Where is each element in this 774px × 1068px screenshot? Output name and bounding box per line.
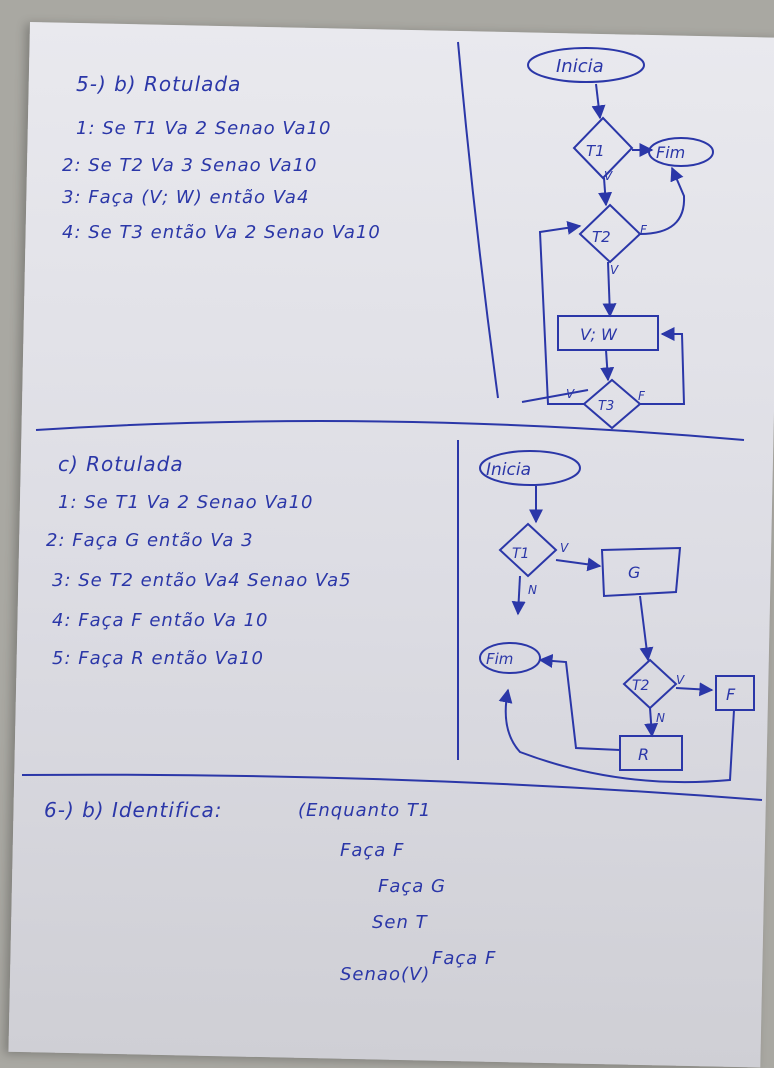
flow-bottom-r-label: R [638,745,649,764]
svg-text:F: F [640,223,648,237]
flow-bottom: Inicia T1 V G N T2 V F N R Fim [479,450,755,784]
flow-bottom-g-label: G [628,563,640,582]
section-b-line-3: 3: Faça (V; W) então Va4 [62,187,310,208]
flow-top-d3-label: T3 [598,399,614,414]
svg-text:V: V [566,387,575,401]
short-stroke [521,389,589,403]
flow-bottom-r-box [619,735,683,771]
flow-top: Inicia T1 Fim V T2 F V V; W T3 V F [527,47,714,430]
section-6-line-6: Senao(V) [340,964,431,985]
section-6-line-1: (Enquanto T1 [298,800,432,821]
flow-top-box-label: V; W [580,325,618,344]
flow-top-d1 [572,116,634,180]
section-c-line-3: 3: Se T2 então Va4 Senao Va5 [52,570,352,591]
flow-top-start-label: Inicia [556,56,604,77]
flow-top-d1-label: T1 [586,142,605,160]
section-c-line-4: 4: Faça F então Va 10 [52,610,269,631]
flow-top-d3 [582,378,642,430]
svg-text:V: V [610,263,619,277]
svg-text:N: N [528,583,537,597]
flow-bottom-d2-label: T2 [632,678,650,694]
section-6-line-2: Faça F [340,840,405,861]
flow-bottom-f-box [715,675,755,711]
svg-text:V: V [676,673,685,687]
flow-bottom-f-label: F [726,685,736,704]
flow-top-d2 [578,203,642,264]
flow-bottom-d1-label: T1 [512,546,529,562]
flow-top-end-label: Fim [656,143,685,162]
flow-bottom-end [479,642,541,674]
flow-bottom-g-box [600,546,682,598]
svg-text:V: V [604,169,613,183]
flow-top-end [648,137,714,167]
section-c-line-2: 2: Faça G então Va 3 [46,530,254,551]
section-b-line-1: 1: Se T1 Va 2 Senao Va10 [76,118,332,139]
section-b-line-4: 4: Se T3 então Va 2 Senao Va10 [62,222,381,243]
handwritten-diagrams: Inicia T1 Fim V T2 F V V; W T3 V F Inici… [21,41,763,801]
flow-bottom-start-label: Inicia [486,460,531,480]
svg-text:F: F [638,389,646,403]
flow-bottom-start [479,450,581,486]
lower-horizontal-divider [21,773,763,801]
svg-text:V: V [560,541,569,555]
section-6-line-3: Faça G [378,876,446,897]
svg-text:N: N [656,711,665,725]
section-b-line-2: 2: Se T2 Va 3 Senao Va10 [62,155,318,176]
top-vertical-divider [457,41,499,399]
flow-bottom-d1 [498,522,558,578]
section-c-line-5: 5: Faça R então Va10 [52,648,264,669]
flow-top-d2-label: T2 [592,228,611,246]
section-6-line-5: Faça F [432,948,497,969]
middle-horizontal-divider [35,420,745,441]
flow-top-start [527,47,645,83]
section-b-heading: 5-) b) Rotulada [76,72,242,96]
flow-top-box [557,315,659,351]
section-c-line-1: 1: Se T1 Va 2 Senao Va10 [58,492,314,513]
section-6-heading: 6-) b) Identifica: [44,798,223,822]
section-6-line-4: Sen T [372,912,428,933]
section-c-heading: c) Rotulada [58,452,184,476]
flow-bottom-end-label: Fim [486,650,513,668]
